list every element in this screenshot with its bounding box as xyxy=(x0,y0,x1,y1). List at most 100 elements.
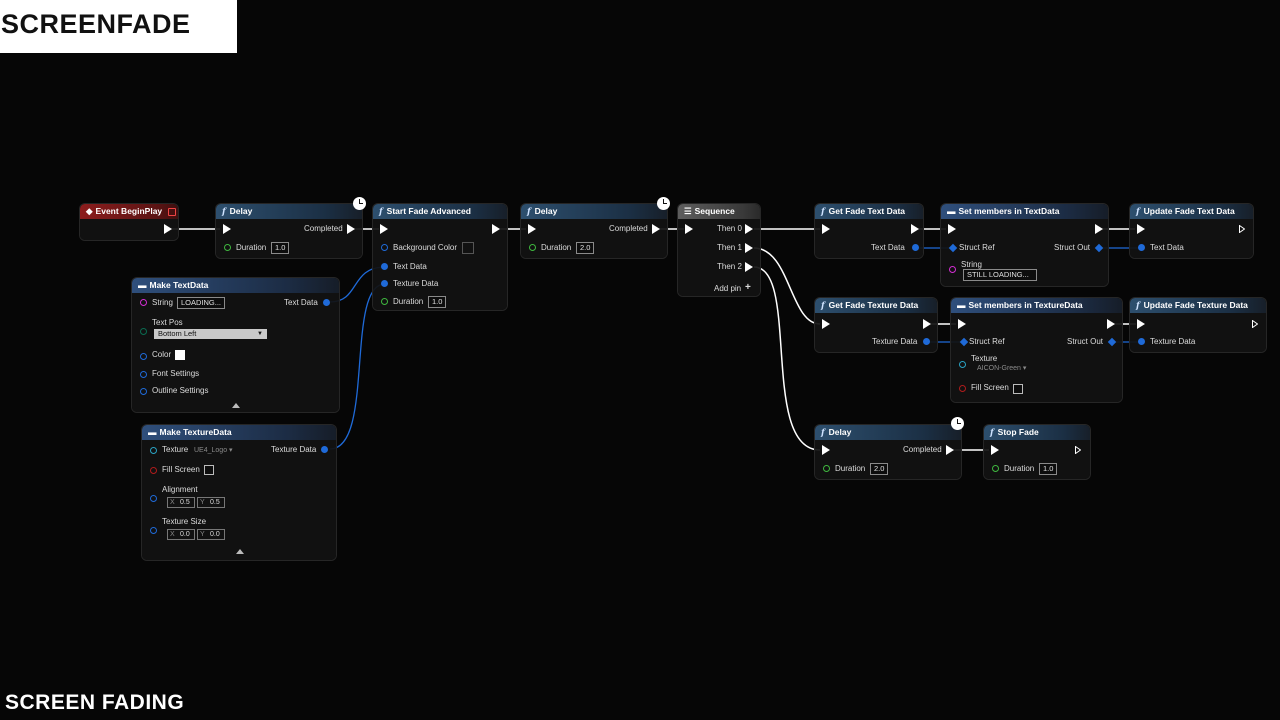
collapse-arrow-icon[interactable] xyxy=(236,549,244,554)
then-1-label: Then 1 xyxy=(717,243,742,252)
duration-input[interactable]: 2.0 xyxy=(576,242,595,254)
exec-out-pin[interactable] xyxy=(923,319,931,329)
exec-in-pin[interactable] xyxy=(991,445,999,455)
node-make-texture-data[interactable]: ▬Make TextureData Texture UE4_Logo ▾ Tex… xyxy=(142,425,336,560)
duration-input[interactable]: 1.0 xyxy=(428,296,447,308)
then-0-pin[interactable] xyxy=(745,224,753,234)
exec-in-pin[interactable] xyxy=(380,224,388,234)
fill-screen-pin[interactable] xyxy=(150,467,157,474)
text-pos-dropdown[interactable]: Bottom Left▼ xyxy=(154,329,267,339)
node-header: ▬Make TextData xyxy=(132,278,339,293)
texture-data-out-pin[interactable] xyxy=(321,446,328,453)
duration-input[interactable]: 2.0 xyxy=(870,463,889,475)
text-data-in-pin[interactable] xyxy=(1138,244,1145,251)
outline-settings-pin[interactable] xyxy=(140,388,147,395)
struct-out-pin[interactable] xyxy=(1107,337,1117,347)
alignment-pin[interactable] xyxy=(150,495,157,502)
exec-out-pin[interactable] xyxy=(1075,446,1081,454)
fill-screen-checkbox[interactable] xyxy=(204,465,214,475)
text-data-out-pin[interactable] xyxy=(323,299,330,306)
exec-in-pin[interactable] xyxy=(1137,224,1145,234)
exec-in-pin[interactable] xyxy=(685,224,693,234)
string-input[interactable]: LOADING... xyxy=(177,297,225,309)
background-color-swatch[interactable] xyxy=(462,242,474,254)
exec-in-pin[interactable] xyxy=(1137,319,1145,329)
node-header: ▬Set members in TextureData xyxy=(951,298,1122,313)
color-pin[interactable] xyxy=(140,353,147,360)
then-1-pin[interactable] xyxy=(745,243,753,253)
exec-out-pin[interactable] xyxy=(911,224,919,234)
exec-in-pin[interactable] xyxy=(223,224,231,234)
then-2-pin[interactable] xyxy=(745,262,753,272)
exec-in-pin[interactable] xyxy=(822,224,830,234)
text-data-pin[interactable] xyxy=(381,263,388,270)
texture-data-out-pin[interactable] xyxy=(923,338,930,345)
fill-screen-pin[interactable] xyxy=(959,385,966,392)
struct-out-pin[interactable] xyxy=(1094,243,1104,253)
texture-dropdown[interactable]: AICON-Green ▾ xyxy=(977,365,1027,372)
completed-exec-pin[interactable] xyxy=(946,445,954,455)
node-event-begin-play[interactable]: ◆Event BeginPlay xyxy=(80,204,178,240)
texture-data-in-pin[interactable] xyxy=(1138,338,1145,345)
background-color-pin[interactable] xyxy=(381,244,388,251)
node-make-text-data[interactable]: ▬Make TextData String LOADING... Text Da… xyxy=(132,278,339,412)
exec-out-pin[interactable] xyxy=(1252,320,1258,328)
exec-out-pin[interactable] xyxy=(1239,225,1245,233)
duration-pin[interactable] xyxy=(224,244,231,251)
texture-data-pin[interactable] xyxy=(381,280,388,287)
duration-pin[interactable] xyxy=(823,465,830,472)
fill-screen-checkbox[interactable] xyxy=(1013,384,1023,394)
node-set-members-texture-data[interactable]: ▬Set members in TextureData Struct Ref S… xyxy=(951,298,1122,402)
duration-input[interactable]: 1.0 xyxy=(271,242,290,254)
duration-input[interactable]: 1.0 xyxy=(1039,463,1058,475)
string-pin[interactable] xyxy=(949,266,956,273)
duration-pin[interactable] xyxy=(381,298,388,305)
font-settings-pin[interactable] xyxy=(140,371,147,378)
add-pin-plus-icon[interactable]: + xyxy=(745,282,751,293)
exec-out-pin[interactable] xyxy=(492,224,500,234)
texture-data-label: Texture Data xyxy=(393,279,439,288)
texture-pin[interactable] xyxy=(150,447,157,454)
string-input[interactable]: STILL LOADING... xyxy=(963,269,1037,281)
texture-size-pin[interactable] xyxy=(150,527,157,534)
struct-ref-pin[interactable] xyxy=(948,243,958,253)
string-pin[interactable] xyxy=(140,299,147,306)
struct-ref-pin[interactable] xyxy=(959,337,969,347)
color-swatch[interactable] xyxy=(175,350,185,360)
exec-in-pin[interactable] xyxy=(528,224,536,234)
add-pin-label[interactable]: Add pin xyxy=(714,284,742,293)
exec-in-pin[interactable] xyxy=(948,224,956,234)
text-pos-pin[interactable] xyxy=(140,328,147,335)
struct-icon: ▬ xyxy=(148,427,157,437)
completed-exec-pin[interactable] xyxy=(347,224,355,234)
exec-out-pin[interactable] xyxy=(164,224,172,234)
duration-pin[interactable] xyxy=(992,465,999,472)
texture-dropdown[interactable]: UE4_Logo ▾ xyxy=(194,447,233,454)
x-axis-label: X xyxy=(170,531,175,538)
exec-in-pin[interactable] xyxy=(822,319,830,329)
texture-pin[interactable] xyxy=(959,361,966,368)
exec-in-pin[interactable] xyxy=(958,319,966,329)
exec-out-pin[interactable] xyxy=(1095,224,1103,234)
collapse-arrow-icon[interactable] xyxy=(232,403,240,408)
exec-in-pin[interactable] xyxy=(822,445,830,455)
exec-out-pin[interactable] xyxy=(1107,319,1115,329)
node-sequence[interactable]: ☰Sequence Then 0 Then 1 Then 2 Add pin + xyxy=(678,204,760,296)
node-set-members-text-data[interactable]: ▬Set members in TextData Struct Ref Stru… xyxy=(941,204,1108,286)
duration-pin[interactable] xyxy=(529,244,536,251)
completed-exec-pin[interactable] xyxy=(652,224,660,234)
text-data-out-pin[interactable] xyxy=(912,244,919,251)
